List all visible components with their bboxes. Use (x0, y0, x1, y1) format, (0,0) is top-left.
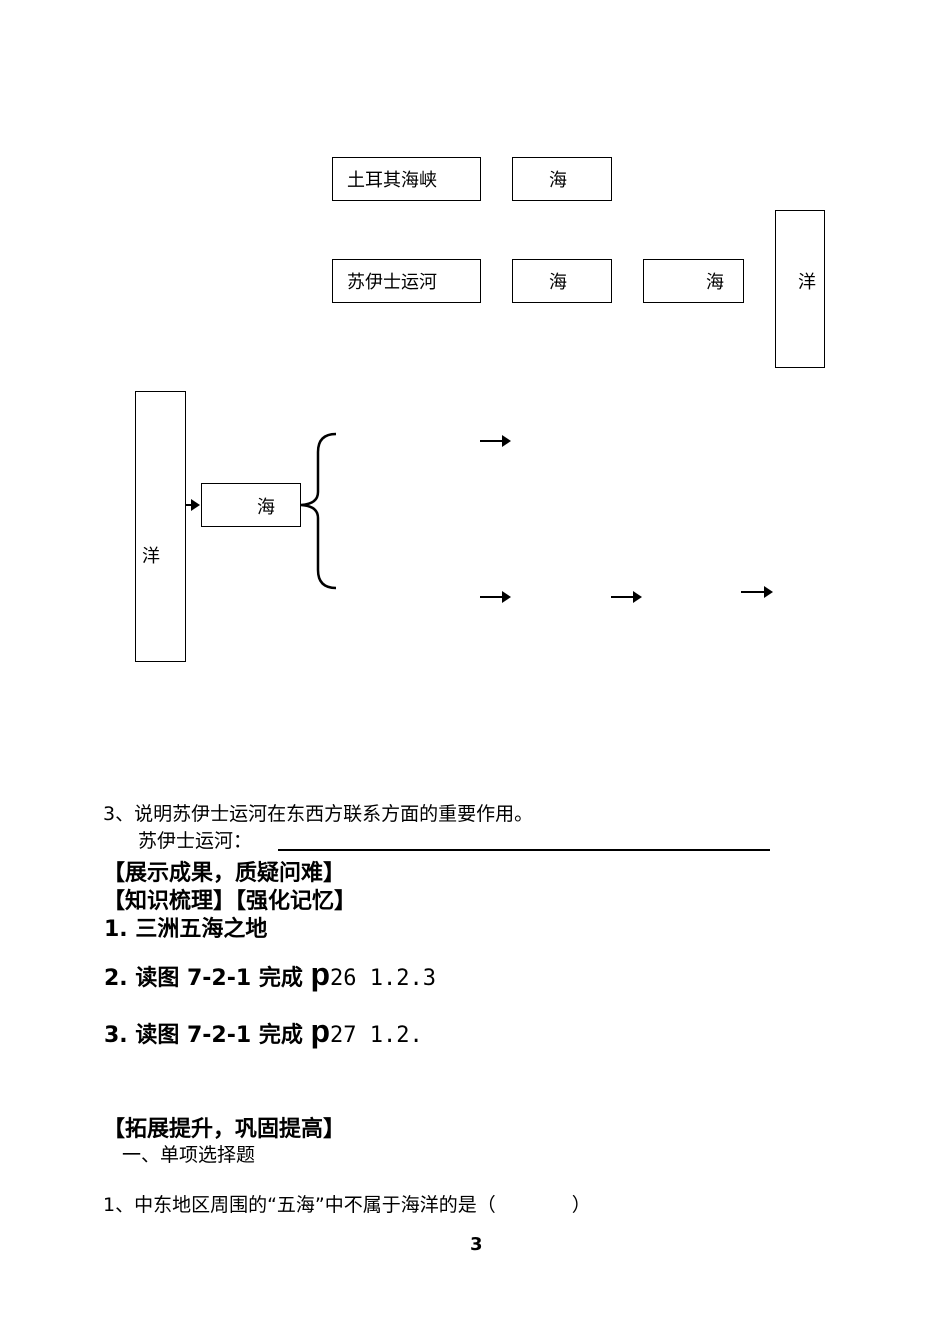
diagram-box-ocean-right: 洋 (775, 210, 825, 368)
item-p: p (310, 1013, 331, 1049)
item-2: 2. 读图 7-2-1 完成 p26 1.2.3 (104, 956, 436, 993)
box-label: 洋 (798, 272, 816, 293)
diagram-box-sea-left: 海 (201, 483, 301, 527)
heading-review: 【知识梳理】【强化记忆】 (103, 889, 357, 914)
box-label: 洋 (142, 546, 160, 567)
heading-extend: 【拓展提升，巩固提高】 (103, 1117, 346, 1142)
box-label: 海 (706, 272, 724, 293)
diagram-box-suez-canal: 苏伊士运河 (332, 259, 481, 303)
box-label: 海 (549, 170, 567, 191)
item-p: p (310, 956, 331, 992)
answer-line[interactable] (278, 849, 770, 851)
question-3-title: 3、说明苏伊士运河在东西方联系方面的重要作用。 (103, 803, 534, 825)
diagram-box-turkish-straits: 土耳其海峡 (332, 157, 481, 201)
box-label: 海 (549, 272, 567, 293)
item-pages: 26 1.2.3 (330, 966, 437, 991)
item-pages: 27 1.2. (330, 1023, 423, 1048)
heading-show: 【展示成果，质疑问难】 (103, 861, 346, 886)
item-text: 3. 读图 7-2-1 完成 (104, 1023, 311, 1048)
diagram-box-sea-2: 海 (512, 259, 612, 303)
box-label: 土耳其海峡 (347, 170, 437, 191)
box-label: 海 (257, 497, 275, 518)
arrow-icon (611, 591, 642, 603)
item-3: 3. 读图 7-2-1 完成 p27 1.2. (104, 1013, 423, 1050)
question-1: 1、中东地区周围的“五海”中不属于海洋的是（ ） (103, 1194, 591, 1216)
brace-icon (300, 432, 337, 590)
box-label: 苏伊士运河 (347, 272, 437, 293)
arrow-icon (186, 499, 200, 511)
page-number: 3 (470, 1234, 483, 1255)
arrow-icon (480, 435, 511, 447)
diagram-box-ocean-left: 洋 (135, 391, 186, 662)
item-text: 2. 读图 7-2-1 完成 (104, 966, 311, 991)
diagram-box-sea-3: 海 (643, 259, 744, 303)
arrow-icon (741, 586, 773, 598)
arrow-icon (480, 591, 511, 603)
item-1: 1. 三洲五海之地 (104, 917, 268, 942)
section-title: 一、单项选择题 (122, 1144, 256, 1166)
diagram-box-sea-1: 海 (512, 157, 612, 201)
answer-label: 苏伊士运河： (138, 830, 253, 852)
